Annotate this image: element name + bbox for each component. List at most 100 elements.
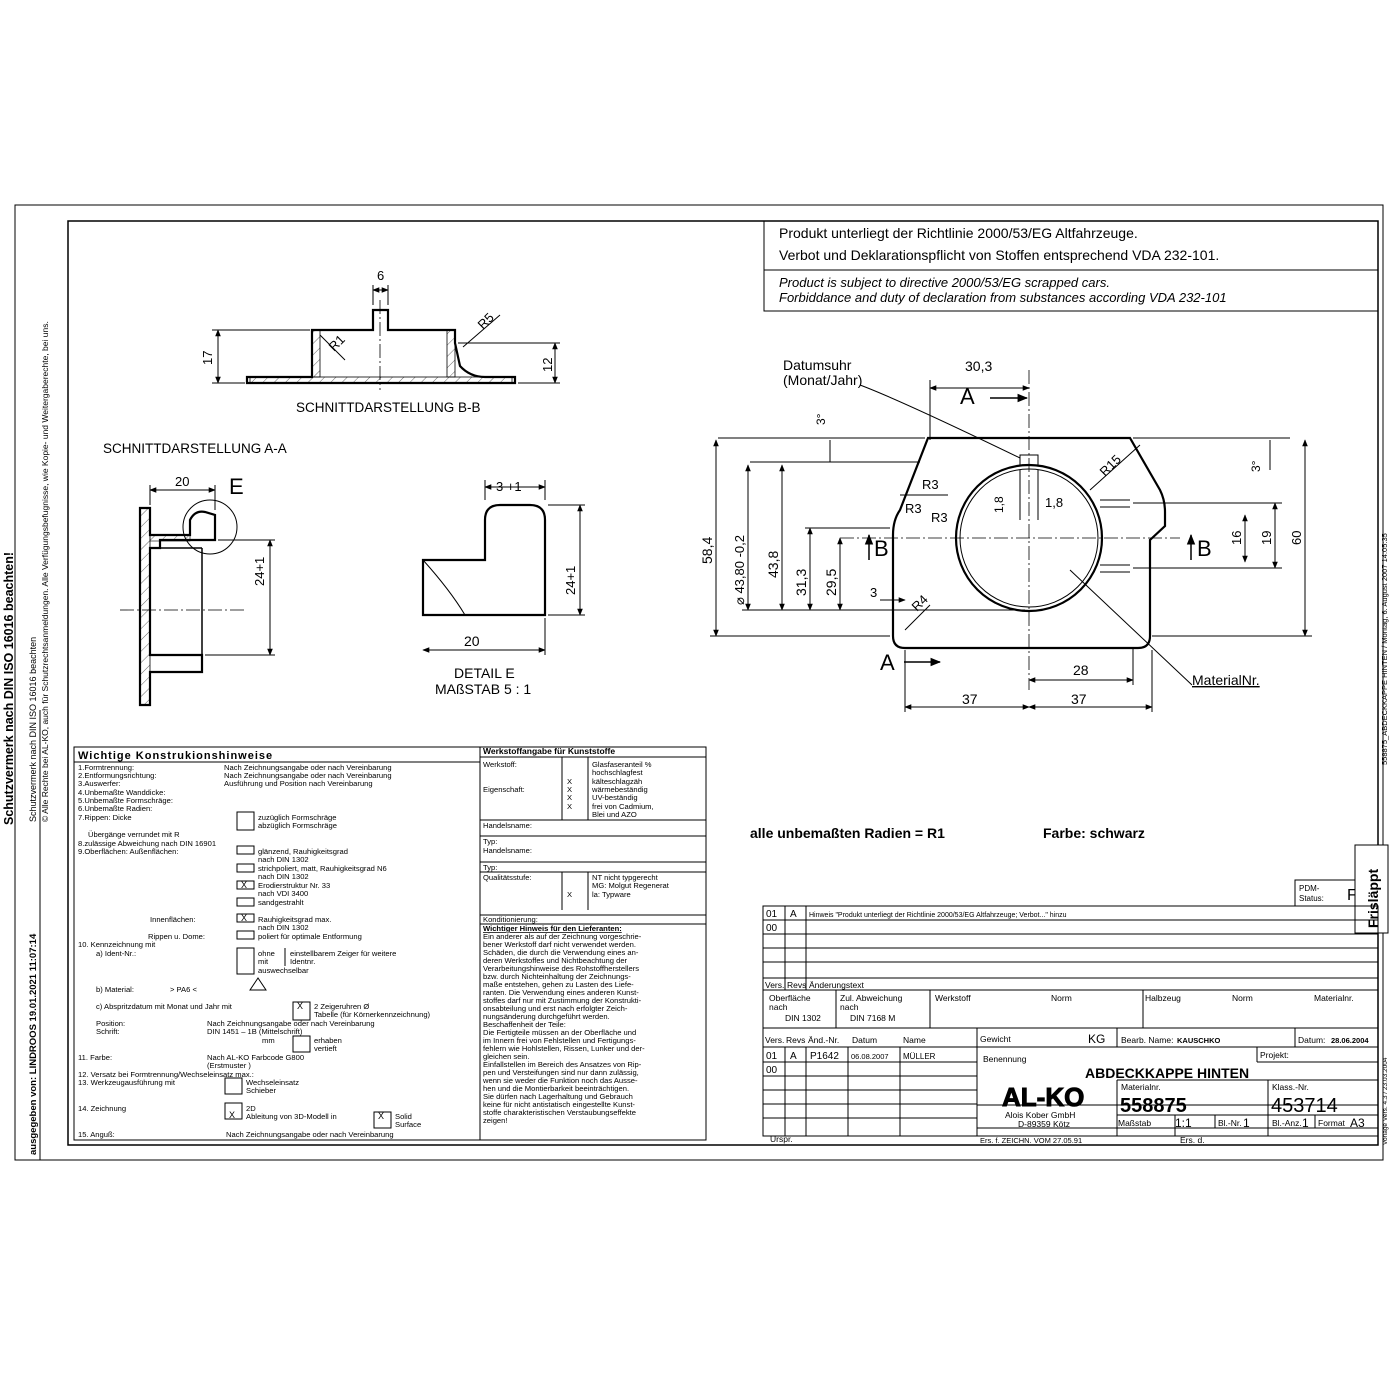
svg-text:hen und die Montierbarkeit bee: hen und die Montierbarkeit beeinträchtig… xyxy=(483,1084,629,1093)
svg-text:Urspr.: Urspr. xyxy=(770,1134,793,1144)
svg-text:nungsänderung durchgeführt wer: nungsänderung durchgeführt werden. xyxy=(483,1012,610,1021)
svg-text:vertieft: vertieft xyxy=(314,1044,338,1053)
dim-43-80: ⌀ 43,80 -0,2 xyxy=(732,535,747,605)
svg-text:Format: Format xyxy=(1318,1118,1346,1128)
svg-text:nach DIN 1302: nach DIN 1302 xyxy=(258,855,309,864)
svg-text:28.06.2004: 28.06.2004 xyxy=(1331,1036,1369,1045)
protection-title: Schutzvermerk nach DIN ISO 16016 beachte… xyxy=(2,552,16,825)
issued-by: ausgegeben von: LINDROOS 19.01.2021 11:0… xyxy=(28,933,39,1155)
svg-text:Benennung: Benennung xyxy=(983,1054,1027,1064)
svg-text:Konditionierung:: Konditionierung: xyxy=(483,915,538,924)
svg-text:Typ:: Typ: xyxy=(483,863,497,872)
svg-text:Datum:: Datum: xyxy=(1298,1035,1325,1045)
alko-logo: AL-KO xyxy=(1002,1082,1084,1112)
svg-text:KG: KG xyxy=(1088,1032,1105,1046)
date-label-1: Datumsuhr xyxy=(783,357,852,373)
svg-text:Norm: Norm xyxy=(1051,993,1072,1003)
svg-text:ranten. Die Verwendung eines a: ranten. Die Verwendung eines anderen Kun… xyxy=(483,988,639,997)
bb-dim-17: 17 xyxy=(200,351,215,365)
svg-text:Solid: Solid xyxy=(395,1112,412,1121)
svg-text:Hinweis "Produkt unterliegt de: Hinweis "Produkt unterliegt der Richtlin… xyxy=(809,912,1067,919)
svg-text:Wichtiger Hinweis für den Lief: Wichtiger Hinweis für den Lieferanten: xyxy=(483,924,622,933)
svg-text:UV-beständig: UV-beständig xyxy=(592,793,638,802)
section-aa-title: SCHNITTDARSTELLUNG A-A xyxy=(103,441,287,456)
svg-text:Bl.-Nr.: Bl.-Nr. xyxy=(1218,1118,1242,1128)
dim-30-3: 30,3 xyxy=(965,358,992,374)
svg-text:Erodierstruktur Nr. 33: Erodierstruktur Nr. 33 xyxy=(258,881,330,890)
drawing-frame xyxy=(67,220,1379,1146)
r4: R4 xyxy=(909,592,931,614)
outer-frame xyxy=(14,204,1384,1161)
svg-text:erhaben: erhaben xyxy=(314,1036,342,1045)
section-a-bottom: A xyxy=(880,650,895,675)
svg-text:3.Auswerfer:: 3.Auswerfer: xyxy=(78,779,121,788)
svg-text:Die Fertigteile müssen an der: Die Fertigteile müssen an der Oberfläche… xyxy=(483,1028,636,1037)
svg-text:Glasfaseranteil %: Glasfaseranteil % xyxy=(592,760,652,769)
dim-31-3: 31,3 xyxy=(793,569,809,596)
svg-text:X: X xyxy=(567,802,572,811)
detail-dim-top: 3 +1 xyxy=(496,479,522,494)
svg-text:2 Zeigeruhren Ø: 2 Zeigeruhren Ø xyxy=(314,1002,369,1011)
svg-text:1: 1 xyxy=(1302,1116,1309,1130)
directive-notice: Produkt unterliegt der Richtlinie 2000/5… xyxy=(763,220,1379,312)
svg-text:Position:: Position: xyxy=(96,1019,125,1028)
svg-text:Ableitung von 3D-Modell in: Ableitung von 3D-Modell in xyxy=(246,1112,337,1121)
date-label-2: (Monat/Jahr) xyxy=(783,372,862,388)
svg-text:stoffes darf nur mit Zustimmun: stoffes darf nur mit Zustimmung der Kons… xyxy=(483,996,642,1005)
svg-text:Zul. Abweichung: Zul. Abweichung xyxy=(840,993,903,1003)
svg-text:8.zulässige Abweichung nach DI: 8.zulässige Abweichung nach DIN 16901 xyxy=(78,839,216,848)
notice-de-line2: Verbot und Deklarationspflicht von Stoff… xyxy=(779,247,1219,263)
svg-text:6.Unbemaßte Radien:: 6.Unbemaßte Radien: xyxy=(78,804,152,813)
material-label: MaterialNr. xyxy=(1192,672,1260,688)
svg-text:X: X xyxy=(241,913,247,923)
svg-text:bzw. durch Nichteinhaltung der: bzw. durch Nichteinhaltung der Zeichnung… xyxy=(483,972,631,981)
svg-text:Klass.-Nr.: Klass.-Nr. xyxy=(1272,1082,1309,1092)
svg-text:PDM-: PDM- xyxy=(1299,884,1320,893)
released-stamp: Frisläppt xyxy=(1365,869,1381,928)
svg-text:Blei und AZO: Blei und AZO xyxy=(592,810,637,819)
svg-text:Vers.: Vers. xyxy=(765,980,784,990)
svg-text:poliert für optimale Entformun: poliert für optimale Entformung xyxy=(258,932,362,941)
svg-text:Revs: Revs xyxy=(786,1035,805,1045)
svg-text:5.Unbemaßte Formschräge:: 5.Unbemaßte Formschräge: xyxy=(78,796,173,805)
svg-text:Innenflächen:: Innenflächen: xyxy=(150,915,196,924)
r15: R15 xyxy=(1097,452,1124,479)
svg-text:1.Formtrennung:: 1.Formtrennung: xyxy=(78,763,134,772)
detail-e-scale: MAßSTAB 5 : 1 xyxy=(435,681,531,697)
svg-text:mm: mm xyxy=(262,1036,275,1045)
svg-text:a) Ident-Nr.:: a) Ident-Nr.: xyxy=(96,949,136,958)
left-margin: Schutzvermerk nach DIN ISO 16016 beachte… xyxy=(2,321,50,1160)
svg-text:wenn sie weder die Funktion no: wenn sie weder die Funktion noch das Aus… xyxy=(482,1076,638,1085)
svg-text:A: A xyxy=(790,909,797,920)
note-color: Farbe: schwarz xyxy=(1043,825,1145,841)
protection-note-2: © Alle Rechte bei AL-KO, auch für Schutz… xyxy=(40,321,50,822)
svg-text:Nach AL-KO Farbcode G800: Nach AL-KO Farbcode G800 xyxy=(207,1053,304,1062)
svg-text:deren Werkstoffes und Nichtbea: deren Werkstoffes und Nichtbeachtung der xyxy=(483,956,628,965)
svg-text:mit: mit xyxy=(258,957,269,966)
material-spec-table: Werkstoffangabe für Kunststoffe Werkstof… xyxy=(480,746,706,1125)
svg-text:Wechseleinsatz: Wechseleinsatz xyxy=(246,1078,299,1087)
svg-text:Norm: Norm xyxy=(1232,993,1253,1003)
svg-text:wärmebeständig: wärmebeständig xyxy=(591,785,648,794)
guidelines-table: Wichtige Konstrukionshinweise 1.Formtren… xyxy=(73,746,707,1141)
svg-text:14. Zeichnung: 14. Zeichnung xyxy=(78,1104,126,1113)
svg-text:einstellbarem Zeiger für weite: einstellbarem Zeiger für weitere xyxy=(290,949,396,958)
svg-text:kälteschlagzäh: kälteschlagzäh xyxy=(592,777,642,786)
svg-text:13. Werkzeugausführung mit: 13. Werkzeugausführung mit xyxy=(78,1078,176,1087)
dim-37-b: 37 xyxy=(1071,691,1087,707)
svg-text:DIN 1451 – 1B (Mittelschrift): DIN 1451 – 1B (Mittelschrift) xyxy=(207,1027,303,1036)
svg-text:(Erstmuster ): (Erstmuster ) xyxy=(207,1061,251,1070)
section-a-a: SCHNITTDARSTELLUNG A-A E 20 24+1 xyxy=(103,441,287,707)
r3-a: R3 xyxy=(922,477,939,492)
svg-text:nach DIN 1302: nach DIN 1302 xyxy=(258,923,309,932)
svg-text:A: A xyxy=(790,1051,797,1062)
dim-58-4: 58,4 xyxy=(699,537,715,564)
svg-text:Surface: Surface xyxy=(395,1120,421,1129)
svg-text:Ers. f. ZEICHN. VOM 27.05.91: Ers. f. ZEICHN. VOM 27.05.91 xyxy=(980,1136,1082,1145)
svg-text:stoffe charakteristischen Vers: stoffe charakteristischen Verstaubungsef… xyxy=(483,1108,636,1117)
svg-text:2D: 2D xyxy=(246,1104,256,1113)
svg-text:Bl.-Anz.: Bl.-Anz. xyxy=(1272,1118,1302,1128)
svg-text:Änderungstext: Änderungstext xyxy=(809,980,864,990)
dim-37-a: 37 xyxy=(962,691,978,707)
